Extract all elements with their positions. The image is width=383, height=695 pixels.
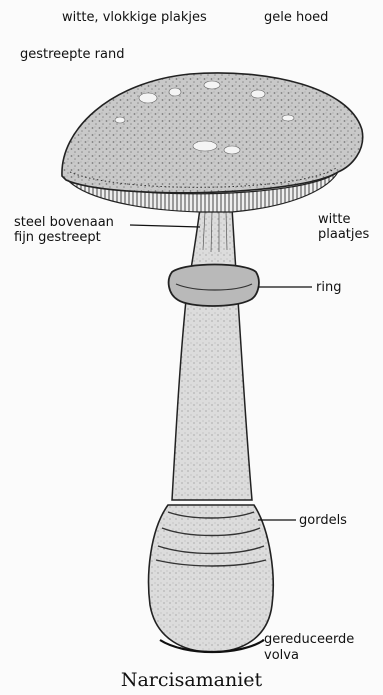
ring [169, 265, 259, 307]
label-white-gills-line2: plaatjes [318, 227, 369, 242]
label-volva-line2: volva [264, 648, 299, 663]
label-yellow-cap: gele hoed [264, 10, 328, 25]
label-white-gills-line1: witte [318, 212, 350, 227]
caption: Narcisamaniet [0, 669, 383, 691]
label-belts: gordels [299, 513, 347, 528]
label-volva-line1: gereduceerde [264, 632, 354, 647]
label-striped-margin: gestreepte rand [20, 47, 124, 62]
stem [172, 208, 252, 500]
label-ring: ring [316, 280, 341, 295]
bulb [149, 505, 274, 652]
label-white-flocky-patches: witte, vlokkige plakjes [62, 10, 207, 25]
cap [62, 73, 363, 193]
label-stem-top-line2: fijn gestreept [14, 230, 101, 245]
label-stem-top-line1: steel bovenaan [14, 215, 114, 230]
